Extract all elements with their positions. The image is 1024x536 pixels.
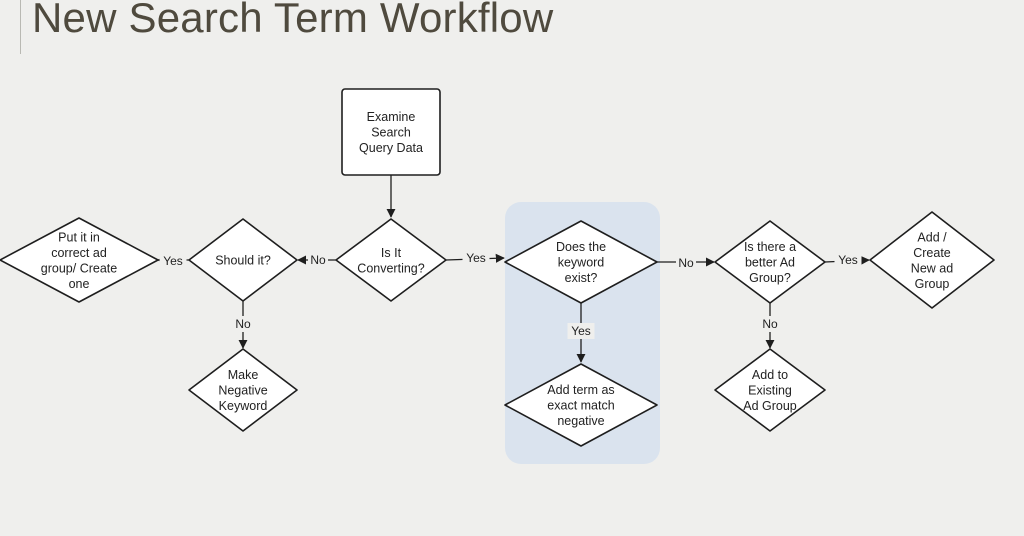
edge-label-bg: [676, 255, 696, 271]
edge-label-bg: [462, 250, 490, 266]
node-label-line: Ad Group: [743, 399, 797, 413]
edge-label-bg: [760, 316, 780, 332]
node-label-line: Group: [915, 277, 950, 291]
node-label-line: Is It: [381, 246, 402, 260]
node-label-line: Put it in: [58, 230, 100, 244]
node-label-line: Add /: [917, 230, 947, 244]
process-box: [341, 88, 441, 176]
edge-label-bg: [834, 252, 862, 268]
decision-diamond: [0, 217, 159, 303]
node-label: Should it?: [215, 254, 271, 268]
node-label-line: Add to: [752, 368, 788, 382]
node-label-line: Make: [228, 368, 259, 382]
edge-label-yes: Yes: [466, 251, 486, 265]
decision-diamond: [714, 220, 826, 304]
node-label-line: Negative: [218, 384, 267, 398]
decision-diamond: [714, 348, 826, 432]
edge-label-no: No: [310, 253, 326, 267]
node-label-line: keyword: [558, 256, 605, 270]
node-label-line: Existing: [748, 384, 792, 398]
node-label-line: Search: [371, 126, 411, 140]
node-label-line: Converting?: [357, 261, 424, 275]
slide-rule: [20, 0, 21, 54]
edge-label-yes: Yes: [571, 324, 591, 338]
node-label-line: better Ad: [745, 256, 795, 270]
edge-label-bg: [233, 316, 253, 332]
edge-label-no: No: [235, 317, 251, 331]
edge-label-no: No: [762, 317, 778, 331]
node-label-line: exact match: [547, 399, 614, 413]
slide-title: New Search Term Workflow: [32, 0, 554, 41]
edge-label-bg: [159, 253, 187, 269]
node-label-line: Does the: [556, 240, 606, 254]
node-should-it: Should it?: [188, 218, 298, 302]
decision-diamond: [504, 363, 658, 447]
node-label-line: one: [69, 277, 90, 291]
node-label-line: Examine: [367, 110, 416, 124]
node-label-line: exist?: [565, 271, 598, 285]
decision-diamond: [188, 348, 298, 432]
decision-diamond: [335, 218, 447, 302]
edge-label-bg: [308, 252, 328, 268]
decision-diamond: [869, 211, 995, 309]
node-label-line: Group?: [749, 271, 791, 285]
edge-label-yes: Yes: [838, 253, 858, 267]
node-label-line: negative: [557, 414, 604, 428]
node-label-line: Create: [913, 246, 951, 260]
decision-diamond: [504, 220, 658, 304]
decision-diamond: [188, 218, 298, 302]
node-label-line: Is there a: [744, 240, 796, 254]
node-label-line: Keyword: [219, 399, 268, 413]
node-label-line: correct ad: [51, 246, 107, 260]
edge-label-yes: Yes: [163, 254, 183, 268]
node-label-line: Query Data: [359, 141, 423, 155]
edge-label-no: No: [678, 256, 694, 270]
node-label-line: group/ Create: [41, 261, 117, 275]
node-label-line: Add term as: [547, 383, 614, 397]
node-label-line: Should it?: [215, 254, 271, 268]
edge-label-bg: [567, 323, 595, 339]
node-label-line: New ad: [911, 261, 953, 275]
